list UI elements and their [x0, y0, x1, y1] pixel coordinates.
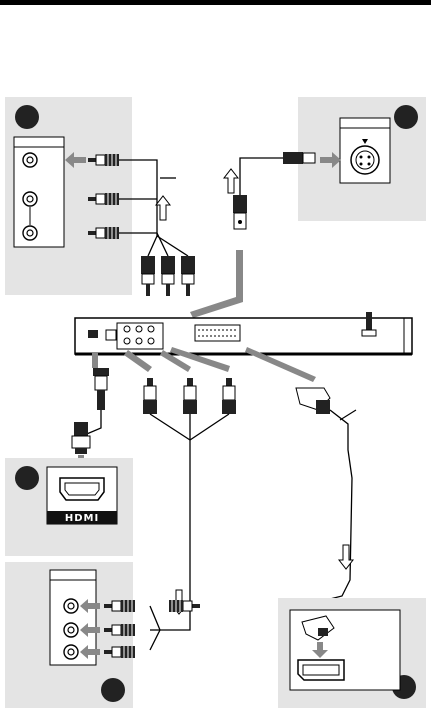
component-plugs [143, 378, 236, 414]
signal-arrow-icon [92, 352, 98, 368]
hdmi-tv-panel: HDMI [5, 458, 133, 556]
component-cable [150, 414, 229, 650]
component-plugs-tv [104, 600, 200, 658]
hdmi-logo: HDMI [65, 513, 99, 524]
audio-jack-icon [23, 192, 37, 206]
svideo-plug-icon [233, 195, 247, 229]
hdmi-plug-icon [93, 368, 109, 410]
composite-tv-panel [5, 97, 132, 295]
panel-badge [15, 105, 39, 129]
scart-port-icon [298, 660, 344, 680]
panel-badge [394, 105, 418, 129]
scart-cable [296, 388, 356, 602]
component-jack-icon [64, 623, 78, 637]
video-jack-icon [23, 153, 37, 167]
composite-plugs-to-player [141, 256, 195, 296]
audio-jack-icon [23, 226, 37, 240]
panel-badge [101, 678, 125, 702]
hdmi-cable [72, 352, 109, 473]
hdmi-port-icon [60, 478, 104, 500]
panel-badge [15, 466, 39, 490]
signal-arrow-icon [190, 250, 243, 318]
svideo-tv-panel [298, 97, 426, 221]
component-jack-icon [64, 645, 78, 659]
signal-arrow-icon [224, 169, 238, 193]
scart-tv-panel [278, 598, 426, 708]
svideo-plug-icon [283, 152, 315, 164]
hdmi-plug-icon [72, 422, 90, 454]
signal-arrow-icon [156, 196, 170, 220]
dvd-player-icon [75, 312, 412, 354]
tv-jack-panel [14, 137, 64, 247]
scart-plug-icon [296, 388, 330, 414]
component-jack-icon [64, 599, 78, 613]
header-rule [0, 0, 431, 5]
